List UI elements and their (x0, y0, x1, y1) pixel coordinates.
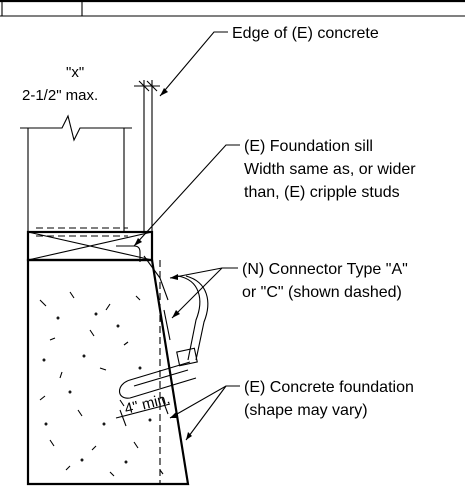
arrowheads (134, 88, 192, 440)
dim-x-ticks (134, 80, 160, 92)
anchor-bolt (118, 275, 209, 399)
label-foundation-sill-2: Width same as, or wider (244, 161, 416, 178)
connector (36, 227, 171, 341)
label-min-dim: 4" min. (123, 390, 172, 418)
label-connector-1: (N) Connector Type "A" (242, 261, 408, 278)
concrete-stipple (39, 291, 164, 477)
label-connector-2: or "C" (shown dashed) (242, 284, 402, 301)
label-dim-x: "x" (66, 64, 84, 81)
leader-lines (133, 31, 240, 441)
label-foundation-sill-3: than, (E) cripple studs (244, 184, 400, 201)
title-block-border (0, 0, 465, 17)
concrete-foundation (26, 258, 190, 486)
label-dim-x-max: 2-1/2" max. (22, 87, 98, 104)
foundation-sill (26, 230, 154, 262)
edge-lines (143, 80, 161, 484)
label-concrete-foundation-1: (E) Concrete foundation (244, 379, 414, 396)
cripple-stud-wall (20, 114, 132, 232)
label-edge-of-concrete: Edge of (E) concrete (232, 25, 379, 42)
label-concrete-foundation-2: (shape may vary) (244, 402, 368, 419)
label-foundation-sill-1: (E) Foundation sill (244, 138, 373, 155)
min-dim-line (115, 397, 171, 427)
